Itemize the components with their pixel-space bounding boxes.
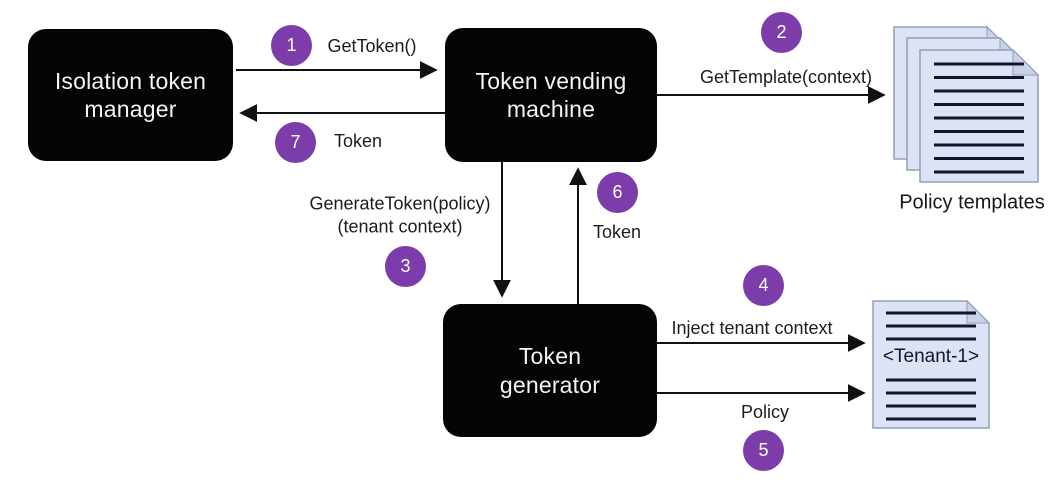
edge-label-generatetoken-line1: GenerateToken(policy): [309, 193, 491, 214]
step-badge-2: 2: [761, 12, 802, 53]
tenant-policy-label: <Tenant-1>: [882, 346, 980, 367]
edge-label-gettemplate: GetTemplate(context): [699, 66, 873, 87]
step-badge-4: 4: [743, 265, 784, 306]
document-icon: [872, 299, 991, 429]
node-isolation-token-manager: Isolation token manager: [28, 29, 233, 161]
edge-label-inject-tenant-context: Inject tenant context: [671, 317, 833, 338]
edge-label-token-up: Token: [592, 221, 642, 242]
node-token-generator: Token generator: [443, 304, 657, 437]
step-badge-6: 6: [597, 172, 638, 213]
document-stack-icon: [893, 25, 1040, 183]
policy-templates-caption: Policy templates: [899, 191, 1045, 214]
step-badge-5: 5: [743, 430, 784, 471]
step-badge-7: 7: [275, 122, 316, 163]
node-token-vending-machine-label: Token vending machine: [475, 67, 627, 122]
edge-label-generatetoken: GenerateToken(policy) (tenant context): [309, 193, 490, 238]
edge-label-policy: Policy: [740, 401, 790, 422]
tenant-policy-document: <Tenant-1>: [872, 299, 991, 434]
edge-label-gettoken: GetToken(): [327, 35, 417, 56]
edge-label-token-return: Token: [333, 130, 383, 151]
policy-templates-stack: [893, 25, 1040, 189]
node-isolation-token-manager-label: Isolation token manager: [54, 67, 207, 122]
node-token-vending-machine: Token vending machine: [445, 28, 657, 162]
edge-label-generatetoken-line2: (tenant context): [337, 216, 463, 236]
step-badge-1: 1: [271, 25, 312, 66]
step-badge-3: 3: [385, 246, 426, 287]
node-token-generator-label: Token generator: [499, 343, 601, 398]
